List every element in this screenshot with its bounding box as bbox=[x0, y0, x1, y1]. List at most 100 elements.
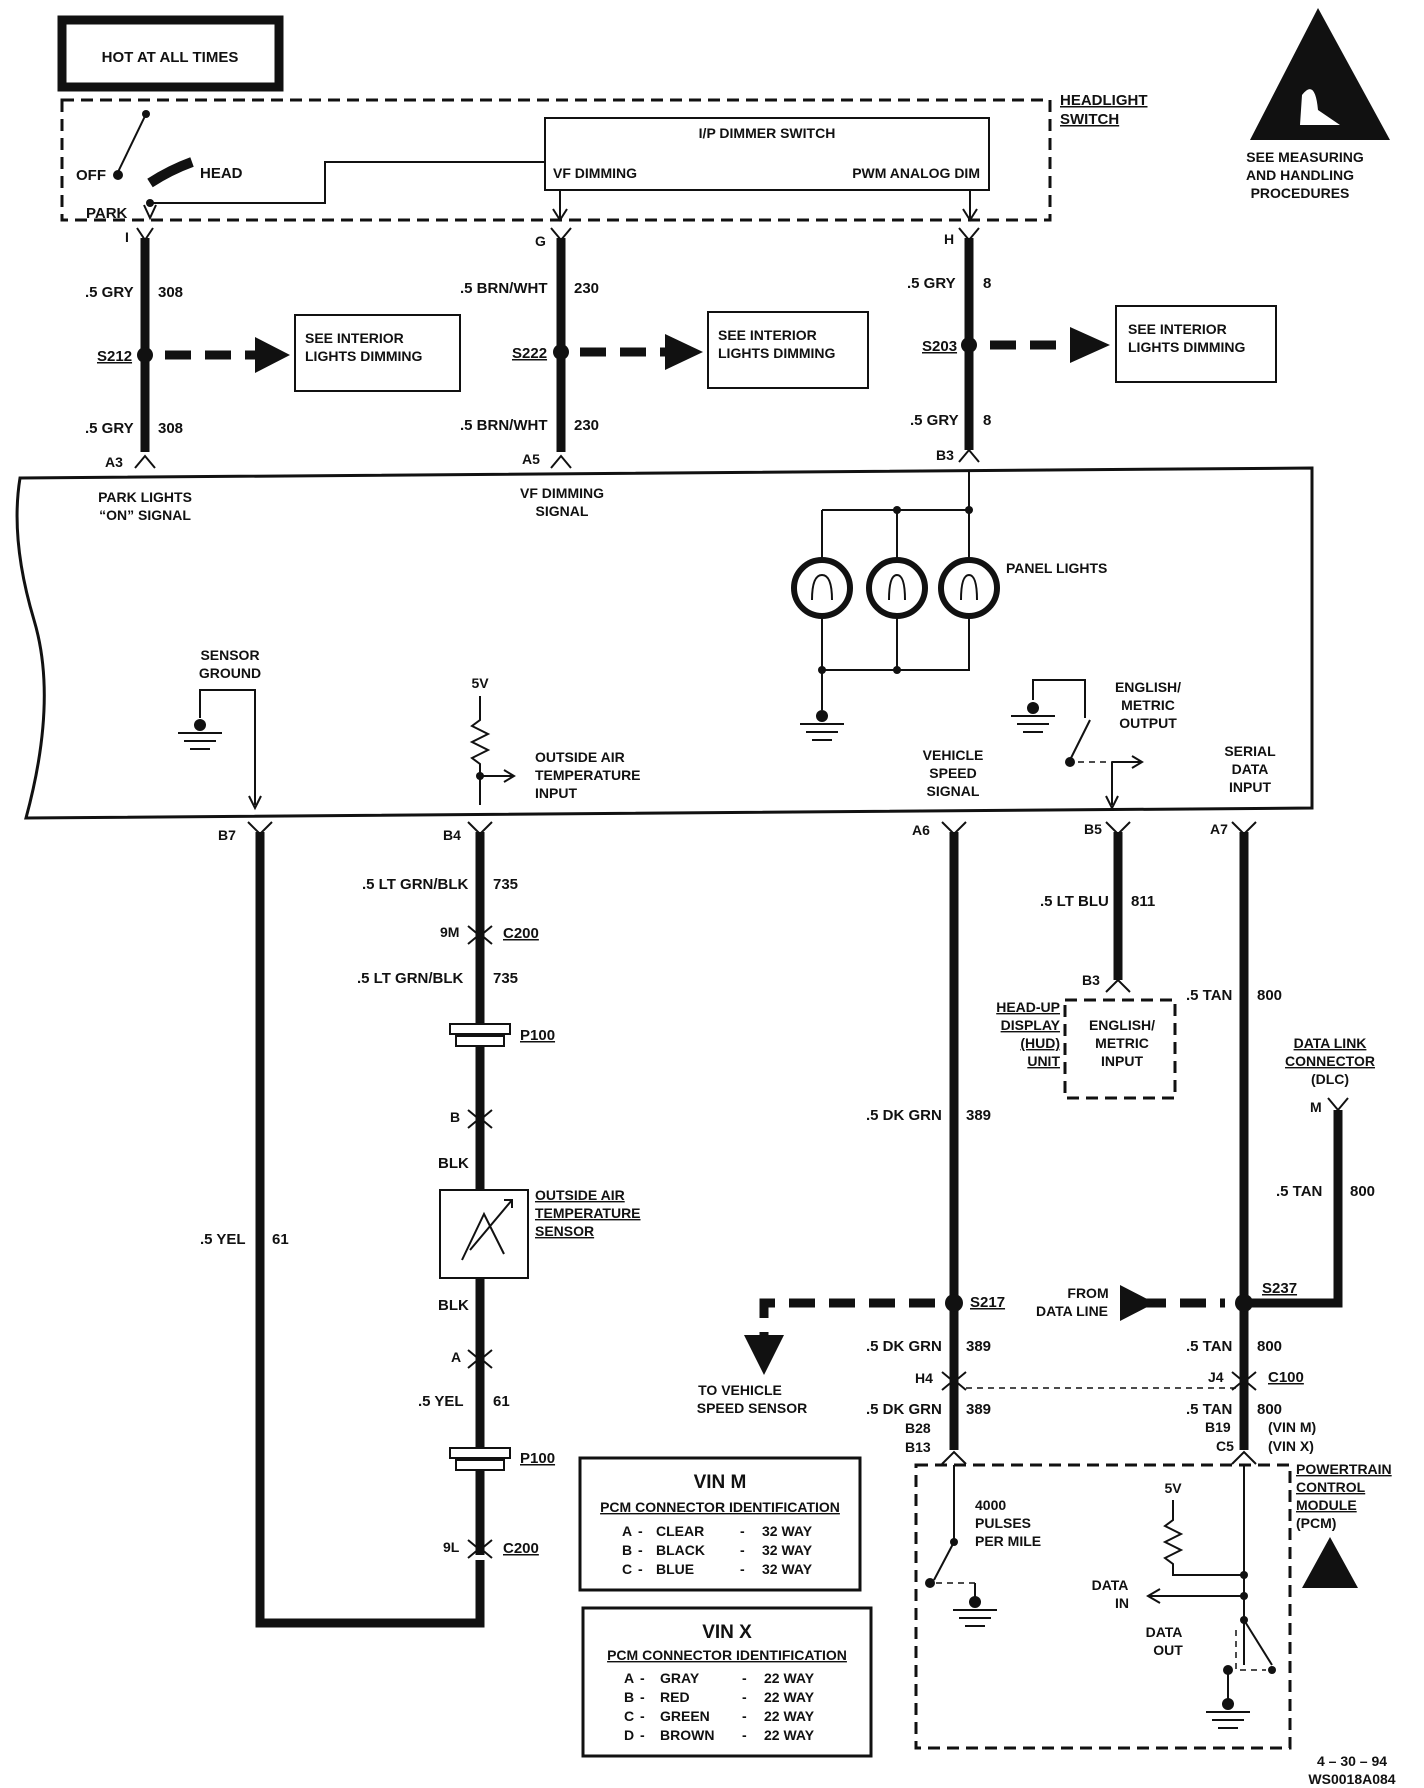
splice-s217: S217 bbox=[970, 1294, 1005, 1311]
svg-text:-: - bbox=[638, 1523, 643, 1539]
data-in-label-1: DATA bbox=[1092, 1577, 1129, 1593]
pin-9m: 9M bbox=[440, 924, 459, 940]
hud-name-1: HEAD-UP bbox=[996, 999, 1060, 1015]
switch-head-label: HEAD bbox=[200, 165, 243, 182]
wire-735: B4 .5 LT GRN/BLK 735 9M C200 .5 LT GRN/B… bbox=[357, 821, 641, 1559]
esd-warning-icon: SEE MEASURING AND HANDLING PROCEDURES bbox=[1246, 8, 1390, 201]
wire-800: A7 .5 TAN 800 S237 FROM DATA LINE .5 TAN… bbox=[1036, 821, 1316, 1465]
table-row: B - RED - 22 WAY bbox=[624, 1689, 815, 1705]
svg-text:-: - bbox=[740, 1561, 745, 1577]
wire-389-size-3: .5 DK GRN bbox=[866, 1401, 942, 1418]
pin-b3-hud: B3 bbox=[1082, 972, 1100, 988]
wire-61-num-2: 61 bbox=[493, 1393, 510, 1410]
table-row: D - BROWN - 22 WAY bbox=[624, 1727, 815, 1743]
wire-389-size-2: .5 DK GRN bbox=[866, 1338, 942, 1355]
wire-389-num-3: 389 bbox=[966, 1401, 991, 1418]
pin-a6: A6 bbox=[912, 822, 930, 838]
pcm-label-2: CONTROL bbox=[1296, 1479, 1366, 1495]
see-interior-2-l1: SEE INTERIOR bbox=[718, 327, 817, 343]
pulses-label-1: 4000 bbox=[975, 1497, 1006, 1513]
eng-out-label-1: ENGLISH/ bbox=[1115, 679, 1181, 695]
splice-s212: S212 bbox=[97, 348, 132, 365]
wire-800-dlc-num: 800 bbox=[1350, 1183, 1375, 1200]
vss-label-2: SPEED bbox=[929, 765, 976, 781]
wire-800-num: 800 bbox=[1257, 987, 1282, 1004]
pcm-five-v-label: 5V bbox=[1164, 1480, 1182, 1496]
vin-m-row-2-way: 32 WAY bbox=[762, 1542, 813, 1558]
pin-c5: C5 bbox=[1216, 1438, 1234, 1454]
oat-sensor-label-2: TEMPERATURE bbox=[535, 1205, 641, 1221]
esd-text-3: PROCEDURES bbox=[1251, 185, 1350, 201]
vss-label-1: VEHICLE bbox=[923, 747, 984, 763]
headlight-switch-title: HEADLIGHT bbox=[1060, 92, 1148, 109]
wire-blk-2: BLK bbox=[438, 1297, 469, 1314]
connector-p100-bottom: P100 bbox=[520, 1450, 555, 1467]
svg-text:-: - bbox=[742, 1727, 747, 1743]
serial-label-2: DATA bbox=[1232, 761, 1269, 777]
see-interior-1-l2: LIGHTS DIMMING bbox=[305, 348, 423, 364]
wire-811: B5 .5 LT BLU 811 B3 bbox=[1040, 821, 1155, 993]
oat-input-label-2: TEMPERATURE bbox=[535, 767, 641, 783]
vin-x-row-2-pin: B bbox=[624, 1689, 634, 1705]
park-on-label-1: PARK LIGHTS bbox=[98, 489, 192, 505]
wire-735-size: .5 LT GRN/BLK bbox=[362, 876, 469, 893]
wire-230-num-2: 230 bbox=[574, 417, 599, 434]
hud-unit: HEAD-UP DISPLAY (HUD) UNIT ENGLISH/ METR… bbox=[996, 998, 1177, 1100]
svg-text:-: - bbox=[640, 1708, 645, 1724]
oat-sensor-label-3: SENSOR bbox=[535, 1223, 594, 1239]
wire-8-num: 8 bbox=[983, 275, 991, 292]
pin-g: G bbox=[535, 233, 546, 249]
esd-text-2: AND HANDLING bbox=[1246, 167, 1354, 183]
vin-x-row-1-way: 22 WAY bbox=[764, 1670, 815, 1686]
table-row: B - BLACK - 32 WAY bbox=[622, 1542, 813, 1558]
svg-text:-: - bbox=[742, 1708, 747, 1724]
svg-text:-: - bbox=[742, 1689, 747, 1705]
vin-x-row-4-way: 22 WAY bbox=[764, 1727, 815, 1743]
vin-m-row-1-way: 32 WAY bbox=[762, 1523, 813, 1539]
vin-m-table: VIN M PCM CONNECTOR IDENTIFICATION A - C… bbox=[578, 1456, 862, 1592]
pin-b28: B28 bbox=[905, 1420, 931, 1436]
wire-61: B7 .5 YEL 61 bbox=[200, 821, 485, 1628]
ground-icon bbox=[800, 710, 844, 741]
hot-at-all-times-box: HOT AT ALL TIMES bbox=[57, 15, 284, 92]
vf-signal-label-1: VF DIMMING bbox=[520, 485, 604, 501]
vin-m-row-2-pin: B bbox=[622, 1542, 632, 1558]
splice-s237: S237 bbox=[1262, 1280, 1297, 1297]
wire-230-size: .5 BRN/WHT bbox=[460, 280, 548, 297]
connector-c100: C100 bbox=[1268, 1369, 1304, 1386]
wire-389-num-2: 389 bbox=[966, 1338, 991, 1355]
vin-m-row-2-color: BLACK bbox=[656, 1542, 705, 1558]
wire-308-num: 308 bbox=[158, 284, 183, 301]
svg-text:-: - bbox=[740, 1523, 745, 1539]
ground-icon bbox=[1011, 702, 1055, 733]
see-interior-3-l2: LIGHTS DIMMING bbox=[1128, 339, 1246, 355]
pin-a-conn: A bbox=[451, 1349, 461, 1365]
wire-800-num-2: 800 bbox=[1257, 1338, 1282, 1355]
pulses-label-2: PULSES bbox=[975, 1515, 1031, 1531]
data-out-label-2: OUT bbox=[1153, 1642, 1183, 1658]
pin-b7: B7 bbox=[218, 827, 236, 843]
vin-m-row-3-pin: C bbox=[622, 1561, 632, 1577]
pin-a7: A7 bbox=[1210, 821, 1228, 837]
svg-text:-: - bbox=[742, 1670, 747, 1686]
dlc-label-3: (DLC) bbox=[1311, 1071, 1349, 1087]
pin-m: M bbox=[1310, 1099, 1322, 1115]
see-interior-3 bbox=[1115, 305, 1277, 383]
hud-name-2: DISPLAY bbox=[1001, 1017, 1061, 1033]
eng-out-label-3: OUTPUT bbox=[1119, 715, 1177, 731]
wire-8-size: .5 GRY bbox=[907, 275, 956, 292]
hud-name-4: UNIT bbox=[1027, 1053, 1060, 1069]
splice-s203: S203 bbox=[922, 338, 957, 355]
svg-text:-: - bbox=[638, 1561, 643, 1577]
pcm-label-4: (PCM) bbox=[1296, 1515, 1336, 1531]
wire-230-num: 230 bbox=[574, 280, 599, 297]
vin-x-note: (VIN X) bbox=[1268, 1438, 1314, 1454]
vin-x-row-1-color: GRAY bbox=[660, 1670, 700, 1686]
see-interior-1-l1: SEE INTERIOR bbox=[305, 330, 404, 346]
dimmer-vf-label: VF DIMMING bbox=[553, 165, 637, 181]
vin-x-row-3-pin: C bbox=[624, 1708, 634, 1724]
pcm-label-3: MODULE bbox=[1296, 1497, 1357, 1513]
connector-c200-top: C200 bbox=[503, 925, 539, 942]
dimmer-pwm-label: PWM ANALOG DIM bbox=[852, 165, 980, 181]
wire-308-size: .5 GRY bbox=[85, 284, 134, 301]
